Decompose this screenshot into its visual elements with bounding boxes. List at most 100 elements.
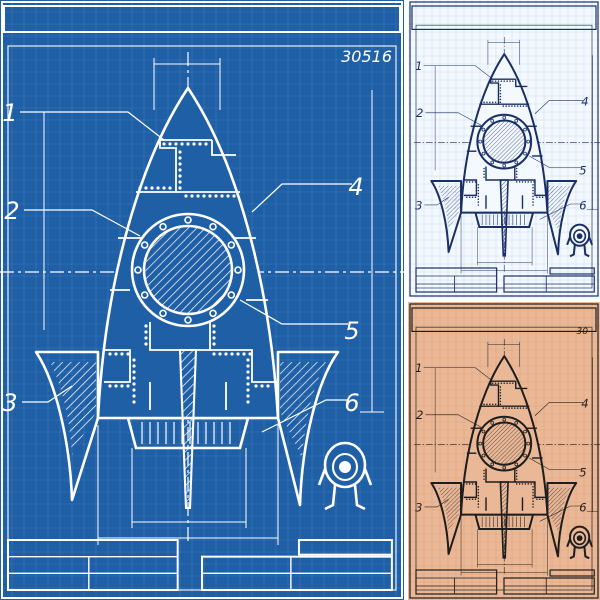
- left-fin-hatch: [50, 362, 96, 455]
- rivet: [477, 201, 480, 203]
- rivet: [499, 98, 502, 101]
- rivet: [477, 506, 480, 508]
- panel-seam: [210, 349, 278, 383]
- porthole-bolt: [481, 151, 486, 156]
- rivet: [196, 194, 200, 198]
- callout-leader: [261, 399, 348, 433]
- rivet: [190, 194, 194, 198]
- left-fin: [430, 481, 463, 556]
- rivet: [212, 352, 216, 356]
- rivet: [174, 142, 178, 146]
- rivet: [132, 364, 136, 368]
- rivet: [474, 196, 477, 199]
- rivet: [471, 196, 474, 199]
- rivet: [468, 483, 471, 485]
- rivet: [466, 181, 468, 183]
- callout-leader: [424, 197, 449, 206]
- rivet: [144, 342, 148, 346]
- rivet: [204, 142, 208, 146]
- callout-label-2: 2: [4, 197, 19, 225]
- callout-leader: [529, 457, 582, 470]
- rivet: [497, 80, 500, 82]
- astronaut-leg-right: [583, 546, 590, 560]
- rivet: [178, 156, 182, 160]
- rivet: [483, 101, 485, 104]
- astronaut-visor: [573, 531, 587, 546]
- rivet: [533, 181, 535, 183]
- porthole-bolt: [490, 462, 495, 467]
- callout-leader: [251, 183, 352, 213]
- rivet: [212, 336, 216, 340]
- drawing-code: 30516: [341, 47, 392, 66]
- rivet: [202, 194, 206, 198]
- rivet: [494, 101, 497, 104]
- callout-label-4: 4: [581, 397, 588, 411]
- rivet: [474, 483, 477, 485]
- rivet: [178, 186, 182, 190]
- right-fin-hatch: [280, 362, 326, 458]
- rivet: [500, 80, 503, 82]
- gutter-horizontal: [408, 298, 600, 302]
- rivet: [519, 105, 522, 107]
- rivet: [494, 382, 497, 384]
- porthole-bolt: [481, 127, 486, 132]
- rivet: [178, 168, 182, 172]
- rivet: [178, 162, 182, 166]
- porthole-bolt: [523, 429, 527, 434]
- rivet: [474, 181, 477, 183]
- rivet: [477, 189, 480, 192]
- astronaut-visor: [573, 229, 587, 244]
- callout-label-3: 3: [415, 500, 422, 514]
- rivet: [477, 192, 480, 195]
- rivet: [532, 491, 534, 494]
- rivet: [483, 170, 485, 173]
- rivet: [483, 167, 485, 170]
- astronaut: [317, 441, 373, 511]
- right-fin: [546, 179, 578, 256]
- rivet: [486, 101, 488, 104]
- rivet: [532, 195, 534, 198]
- rivet: [527, 483, 530, 485]
- rivet: [468, 498, 471, 501]
- rivet: [502, 105, 505, 107]
- rivet: [477, 494, 480, 497]
- outer-frame: [409, 1, 599, 297]
- rivet: [532, 192, 534, 195]
- rivet: [515, 176, 518, 178]
- right-fin-hatch: [548, 487, 571, 534]
- rivet: [212, 342, 216, 346]
- right-fin: [276, 350, 340, 507]
- astronaut-eye: [576, 233, 583, 240]
- left-fin: [430, 179, 463, 254]
- rivet: [246, 388, 250, 392]
- rivet: [514, 105, 516, 107]
- porthole-bolt: [523, 127, 527, 132]
- panel-seam: [479, 381, 500, 407]
- rivet: [260, 384, 264, 388]
- rivet: [532, 186, 534, 189]
- rivet: [184, 194, 188, 198]
- astronaut: [566, 223, 594, 258]
- keel-fin: [499, 179, 509, 257]
- rivet: [114, 384, 118, 388]
- rivet: [246, 382, 250, 386]
- rivet: [483, 475, 485, 478]
- porthole-bolt: [502, 115, 507, 120]
- porthole-bolt: [478, 441, 483, 446]
- rivet: [515, 173, 518, 176]
- rivet: [471, 483, 474, 485]
- porthole-glass: [482, 119, 527, 164]
- astronaut: [566, 525, 594, 560]
- rivet: [499, 84, 502, 86]
- rivet: [198, 142, 202, 146]
- rivet: [505, 105, 507, 107]
- rivet: [532, 497, 534, 500]
- astronaut-arm-right: [588, 538, 594, 548]
- callout-leader: [539, 505, 582, 522]
- rivet: [246, 376, 250, 380]
- porthole-bolt: [184, 316, 192, 324]
- rivet: [532, 500, 534, 502]
- porthole-bolt: [140, 241, 149, 249]
